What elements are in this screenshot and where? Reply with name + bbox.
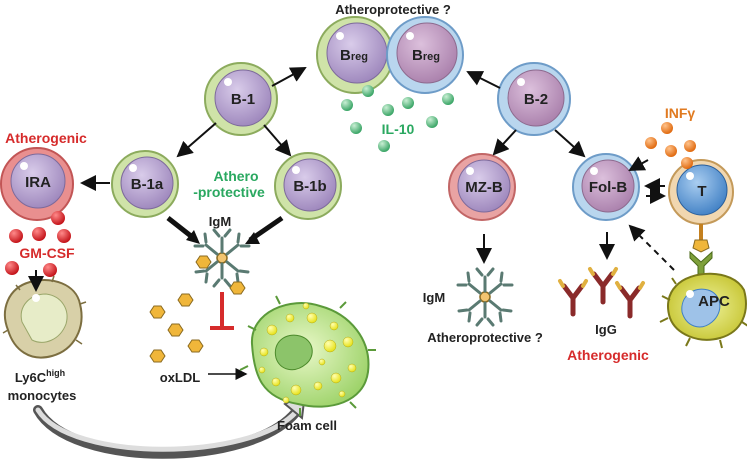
arrow-b1a-to-igm [166,216,200,244]
arrow-infg-to-folb [628,156,649,171]
folb-label: Fol-B [589,179,627,196]
inhibition-igm-to-foam [210,292,234,330]
athero-protective-line1: Athero [213,168,258,184]
gmcsf-label: GM-CSF [19,245,75,261]
oxldl-particles [149,293,204,363]
athero-protective-line2: -protective [193,184,265,200]
arrow-b1-to-b1a [176,122,217,158]
b1b-cell: B-1b [274,152,342,220]
ira-cell: IRA [0,147,74,221]
igg-antibodies [558,267,645,319]
apc-cell: APC [659,272,747,349]
foam-cell [239,295,376,416]
igm-left-label: IgM [209,214,231,229]
atheroprotective-q-label: Atheroprotective ? [427,330,543,345]
arrow-b2-to-folb [554,129,586,158]
b2-cell: B-2 [497,62,571,136]
b2-label: B-2 [524,91,548,108]
svg-text:Breg: Breg [340,47,368,64]
monocytes-label: monocytes [8,388,77,403]
breg-right-sub: reg [423,51,440,63]
b1b-label: B-1b [293,178,326,195]
t-label: T [697,183,706,200]
atherogenic-right-label: Atherogenic [567,347,649,363]
breg-cell-left: Breg [316,16,394,94]
arrow-b2-to-mzb [492,129,517,156]
infg-cytokines [645,122,696,169]
b1-label: B-1 [231,91,255,108]
oxldl-label: oxLDL [160,370,201,385]
b1a-cell: B-1a [111,150,179,218]
arrow-apc-to-folb-dashed [628,224,675,271]
igg-label: IgG [595,322,617,337]
breg-right-label: B [412,47,423,64]
breg-left-sub: reg [351,51,368,63]
arrow-b1-to-breg [271,67,307,87]
b1a-label: B-1a [131,176,164,193]
folb-cell: Fol-B [572,153,640,221]
svg-text:Breg: Breg [412,47,440,64]
arrow-b1b-to-igm [245,215,284,244]
monocyte-cell [2,275,87,359]
gmcsf-cytokines [5,211,71,277]
breg-cell-right: Breg [386,16,464,94]
il10-cytokines [341,85,454,152]
infg-label: INFγ [665,105,696,121]
arrow-b1-to-b1b [263,124,292,157]
ly6c-sup: high [46,368,65,378]
top-title: Atheroprotective ? [335,2,451,17]
b1-cell: B-1 [204,62,278,136]
mzb-label: MZ-B [465,179,503,196]
tcr-mhc-connector [689,224,713,275]
igm-antibody-left [193,228,251,288]
breg-left-label: B [340,47,351,64]
il10-label: IL-10 [382,121,415,137]
apc-label: APC [698,293,730,310]
arrow-b2-to-breg [466,71,501,89]
t-cell: T [668,159,734,225]
ly6c-label: Ly6Chigh [15,368,65,385]
mzb-cell: MZ-B [448,153,516,221]
igm-right-label: IgM [423,290,445,305]
ly6c-text: Ly6C [15,370,47,385]
ira-label: IRA [25,174,51,191]
foam-cell-label: Foam cell [277,418,337,433]
atherogenic-left-label: Atherogenic [5,130,87,146]
igm-antibody-right [456,267,514,327]
curved-arrow-monocyte-to-foam [33,391,307,459]
pathway-arrows [28,67,675,292]
oxldl-bound-left [195,255,246,295]
